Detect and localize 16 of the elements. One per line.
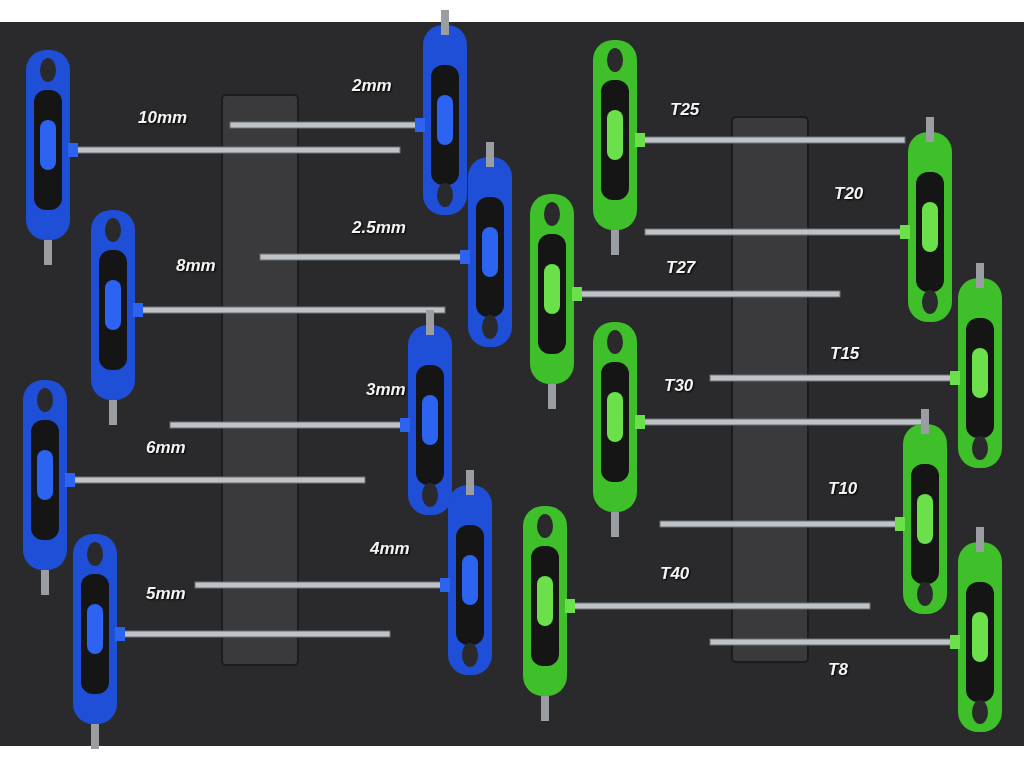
size-label: T25	[670, 100, 700, 120]
size-label: 6mm	[146, 438, 186, 458]
size-label: T10	[828, 479, 858, 499]
size-label: 4mm	[370, 539, 410, 559]
size-label: T20	[834, 184, 864, 204]
size-label: 10mm	[138, 108, 188, 128]
size-label: T30	[664, 376, 694, 396]
size-label: 2.5mm	[352, 218, 406, 238]
size-label: T27	[666, 258, 696, 278]
size-label: T15	[830, 344, 860, 364]
size-label: 2mm	[352, 76, 392, 96]
size-label: T40	[660, 564, 690, 584]
size-label: T8	[828, 660, 848, 680]
size-label: 3mm	[366, 380, 406, 400]
size-label: 8mm	[176, 256, 216, 276]
size-label: 5mm	[146, 584, 186, 604]
